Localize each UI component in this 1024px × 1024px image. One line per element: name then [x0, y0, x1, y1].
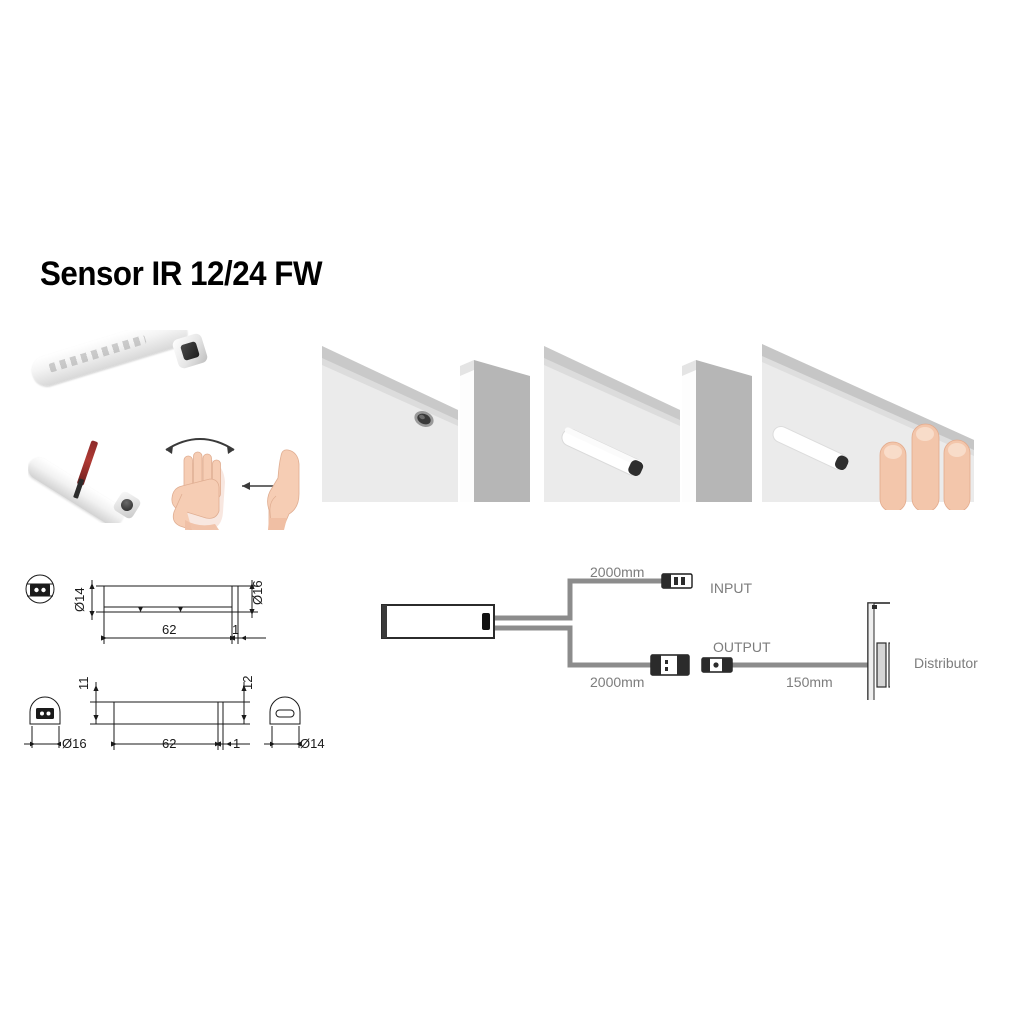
- input-length-label: 2000mm: [590, 564, 645, 580]
- technical-drawing-bottom: [24, 682, 301, 750]
- distributor-lead-length-label: 150mm: [786, 674, 833, 690]
- hand-wave-illustration: [165, 438, 235, 530]
- dim-cap-top: 1: [232, 622, 240, 637]
- wiring-diagram: [381, 573, 890, 700]
- dim-length-bottom: 62: [162, 736, 177, 751]
- install-3-illustration: [762, 336, 974, 510]
- install-2-illustration: [540, 336, 752, 510]
- install-1-illustration: [318, 336, 530, 510]
- input-connector: [661, 573, 693, 589]
- output-label: OUTPUT: [713, 639, 771, 655]
- page-title: Sensor IR 12/24 FW: [40, 255, 323, 293]
- output-length-label: 2000mm: [590, 674, 645, 690]
- product-body: [28, 330, 191, 390]
- product-photo: [25, 330, 220, 425]
- dim-diameter-right-top: Ø16: [250, 580, 265, 605]
- dim-height-left-bottom: 11: [76, 676, 91, 691]
- distributor-block: [867, 602, 890, 700]
- hand-wave-gesture: [152, 430, 248, 530]
- hand-swipe-gesture: [232, 440, 322, 532]
- dim-diameter-left-bottom: Ø16: [62, 736, 87, 751]
- distributor-label: Distributor: [914, 655, 978, 671]
- input-label: INPUT: [710, 580, 752, 596]
- output-connector-male: [650, 654, 690, 676]
- install-hand-detection: [762, 336, 974, 510]
- hand-swipe-illustration: [242, 449, 300, 530]
- technical-drawing-top: [25, 574, 266, 644]
- dim-cap-bottom: 1: [233, 736, 241, 751]
- install-surface-mounted: [540, 336, 752, 510]
- dim-height-right-bottom: 12: [240, 675, 255, 690]
- dim-diameter-right-bottom: Ø14: [300, 736, 325, 751]
- output-connector-female: [701, 657, 733, 673]
- sensor-with-screwdriver: [28, 438, 148, 523]
- screwdriver-icon: [76, 440, 99, 486]
- install-flush-mounted: [318, 336, 530, 510]
- dim-length-top: 62: [162, 622, 177, 637]
- dim-diameter-left-top: Ø14: [72, 587, 87, 612]
